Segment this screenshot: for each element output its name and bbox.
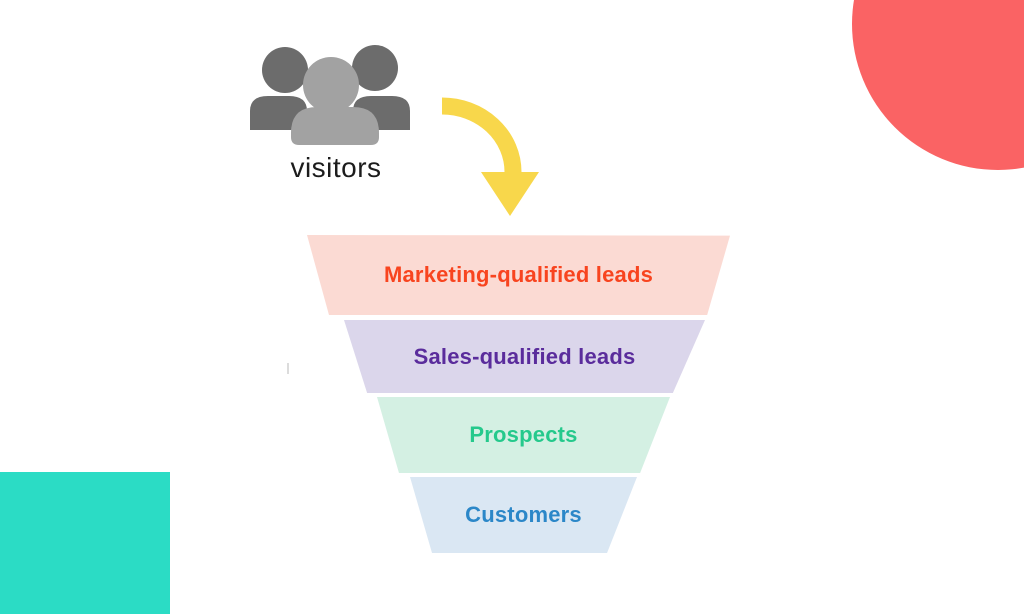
teal-square-decoration: [0, 472, 170, 614]
funnel-tier-label: Sales-qualified leads: [413, 343, 636, 369]
person-back-right-head-icon: [352, 45, 398, 91]
curved-arrow-down-icon: [441, 97, 539, 216]
coral-circle-decoration: [852, 0, 1024, 170]
funnel-tier-label: Marketing-qualified leads: [383, 262, 654, 287]
funnel-tier-customers: Customers: [410, 477, 637, 553]
funnel-tier-label: Customers: [465, 502, 582, 527]
person-back-left-body-icon: [250, 96, 307, 130]
person-front-body-icon: [291, 107, 379, 145]
people-group-icon: [250, 45, 410, 145]
funnel-tier-marketing-qualified-leads: Marketing-qualified leads: [307, 235, 730, 315]
arrow-curve: [441, 97, 522, 173]
funnel-tier-sales-qualified-leads: Sales-qualified leads: [344, 320, 705, 393]
person-front-head-icon: [303, 57, 359, 113]
visitors-label: visitors: [290, 152, 382, 183]
funnel-tier-prospects: Prospects: [377, 397, 670, 473]
person-back-right-body-icon: [353, 96, 410, 130]
funnel-tier-label: Prospects: [469, 422, 578, 447]
cursor-artifact: [287, 363, 289, 374]
arrow-head: [481, 172, 539, 216]
person-back-left-head-icon: [262, 47, 308, 93]
